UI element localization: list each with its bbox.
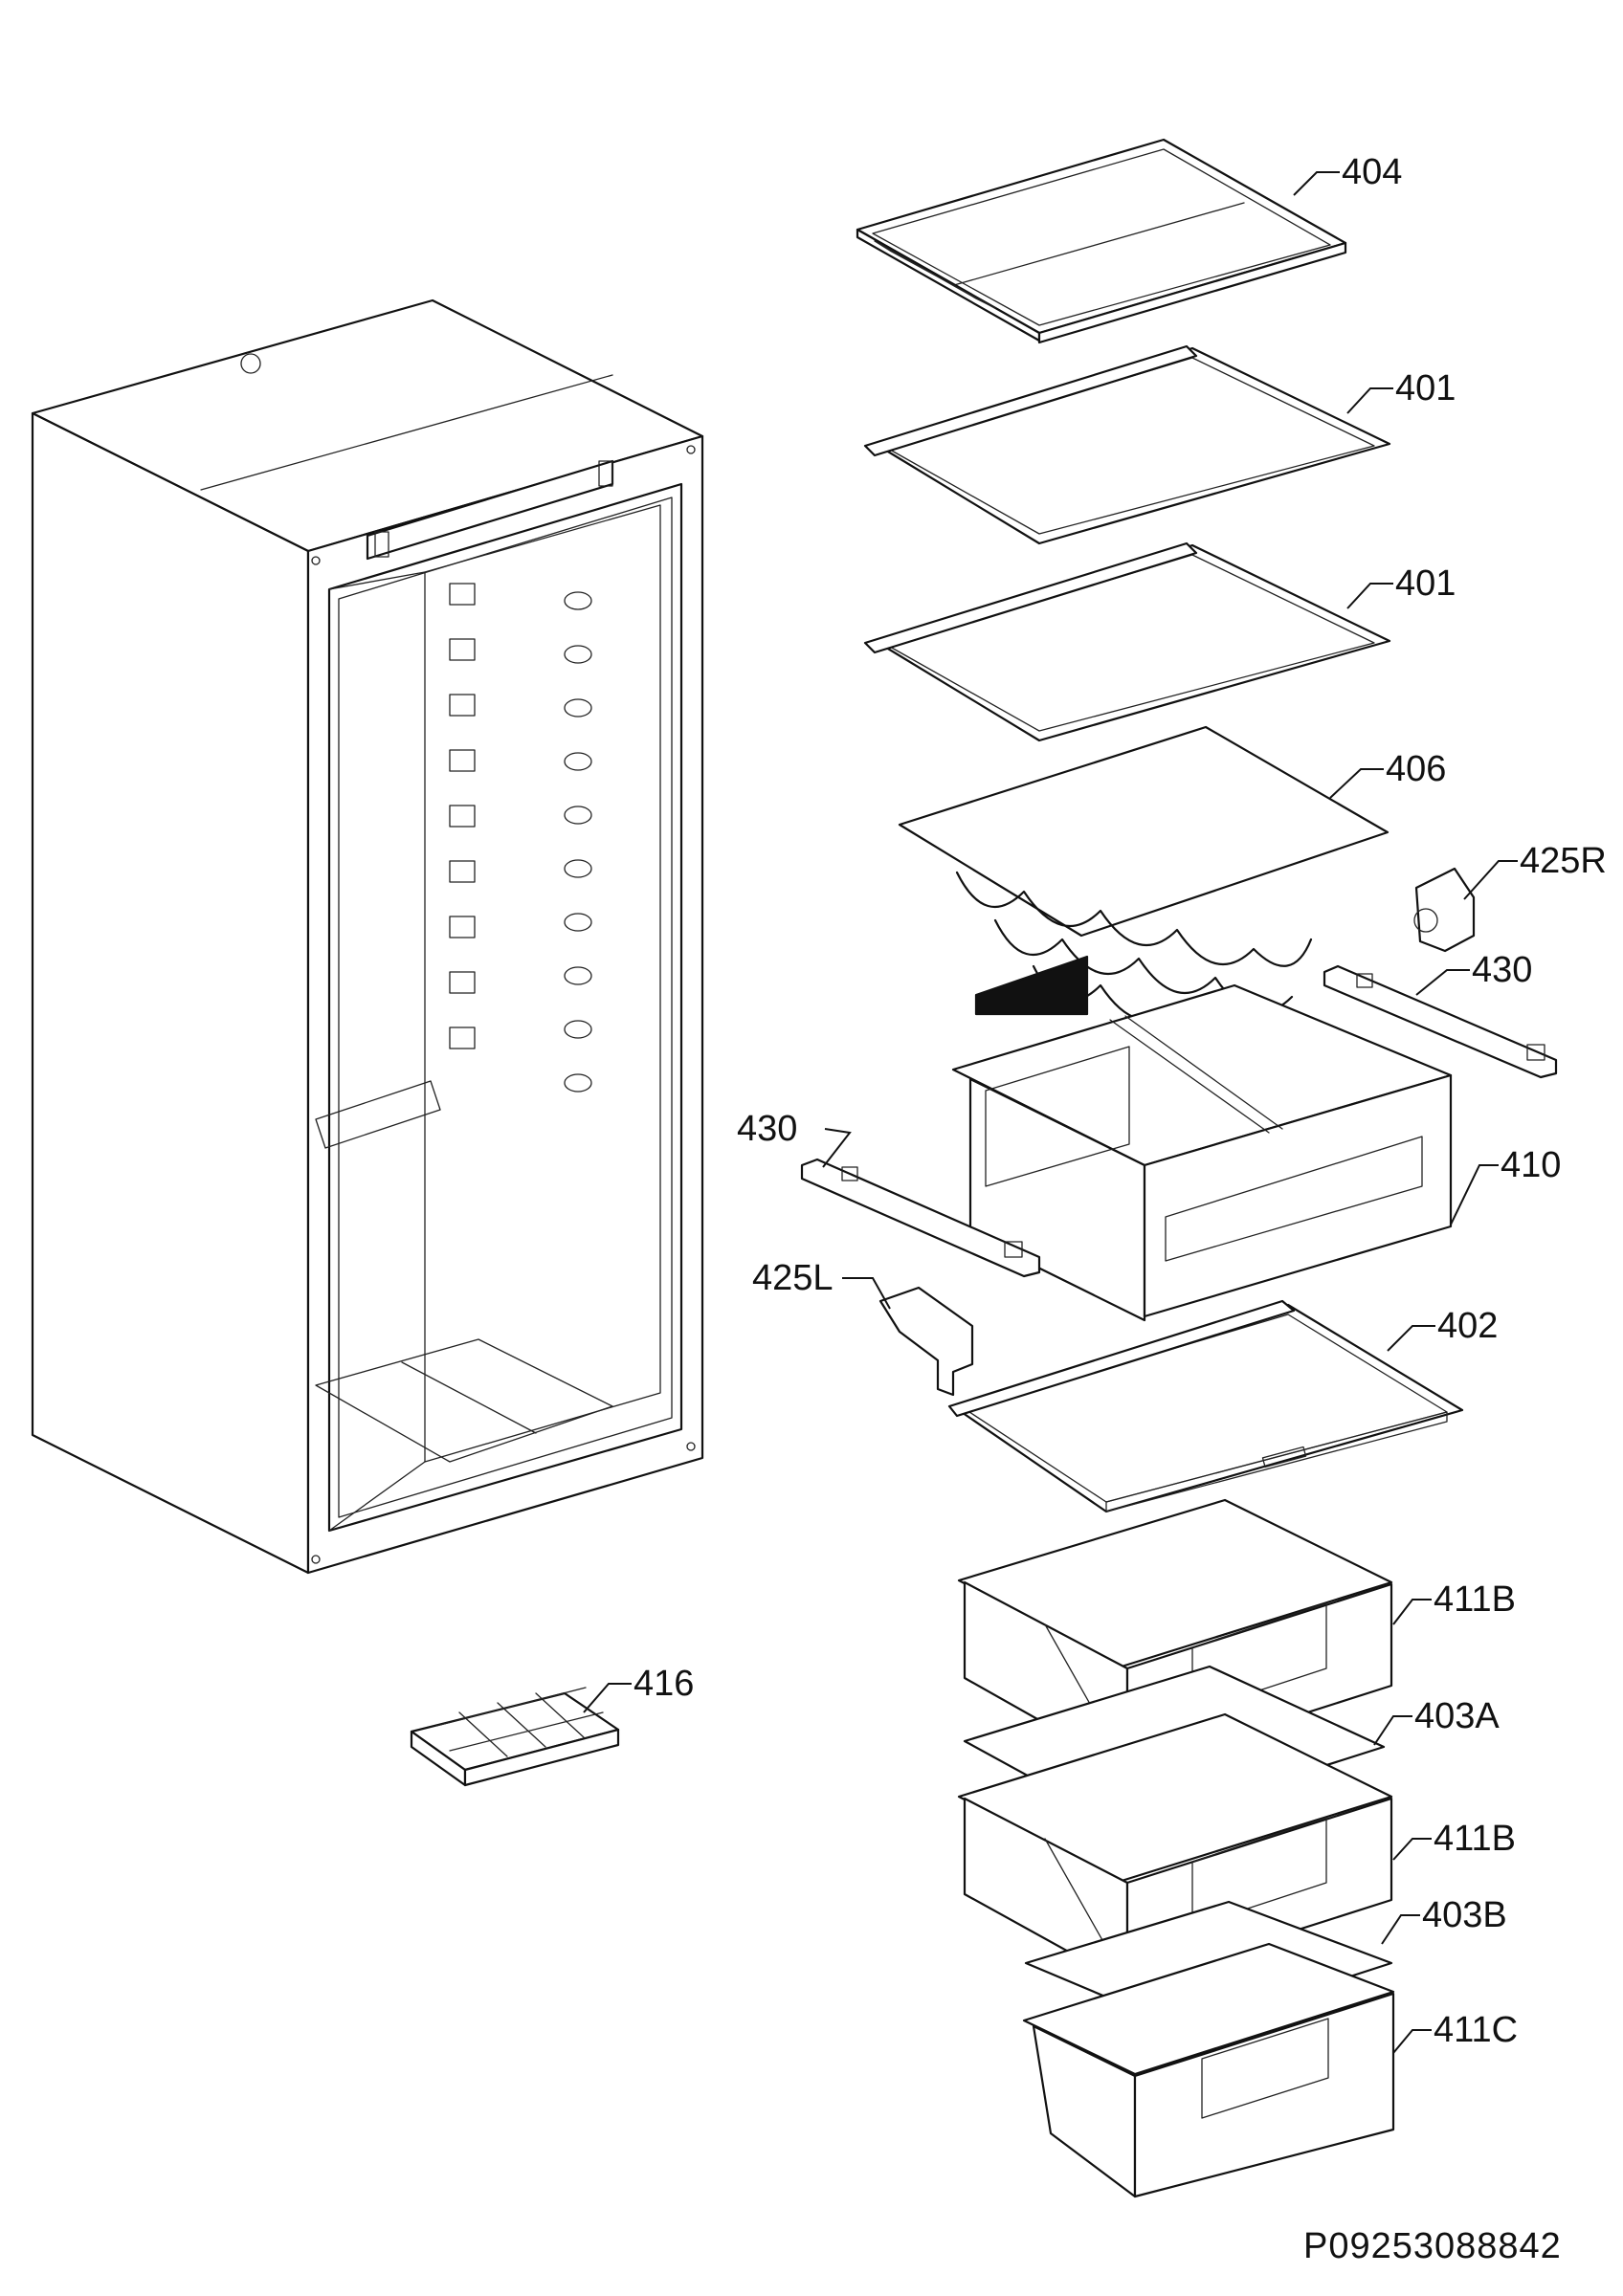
label-411B-lower: 411B bbox=[1434, 1819, 1516, 1859]
part-code: P09253088842 bbox=[1303, 2226, 1562, 2266]
part-416-ice-tray bbox=[410, 1687, 620, 1787]
label-430-right: 430 bbox=[1472, 950, 1532, 990]
part-406-bottle-rack bbox=[898, 725, 1390, 1051]
label-411C: 411C bbox=[1434, 2010, 1518, 2050]
part-401-shelf-b bbox=[863, 541, 1391, 742]
refrigerator-cabinet bbox=[31, 298, 704, 1575]
cabinet-shelf-supports bbox=[449, 583, 592, 1093]
label-425R: 425R bbox=[1520, 841, 1607, 881]
label-401-upper: 401 bbox=[1395, 368, 1456, 408]
label-404: 404 bbox=[1342, 152, 1402, 192]
label-430-left: 430 bbox=[737, 1109, 797, 1149]
label-410: 410 bbox=[1501, 1145, 1561, 1185]
part-425R-bracket bbox=[1413, 867, 1476, 953]
label-411B-upper: 411B bbox=[1434, 1579, 1516, 1620]
label-401-lower: 401 bbox=[1395, 563, 1456, 604]
part-411C-crisper-bottom bbox=[1022, 1942, 1395, 2198]
part-410-drawer bbox=[951, 983, 1453, 1322]
part-404-shelf bbox=[856, 138, 1347, 344]
label-425L: 425L bbox=[752, 1258, 834, 1298]
part-430-rail-right bbox=[1323, 964, 1558, 1079]
part-430-rail-left bbox=[800, 1158, 1041, 1278]
label-402: 402 bbox=[1437, 1306, 1498, 1346]
part-402-shelf bbox=[947, 1299, 1464, 1513]
label-403B: 403B bbox=[1422, 1895, 1507, 1935]
part-425L-bracket bbox=[878, 1286, 974, 1397]
leader-lines bbox=[583, 171, 1518, 2054]
label-416: 416 bbox=[634, 1664, 694, 1704]
label-403A: 403A bbox=[1414, 1696, 1500, 1736]
part-401-shelf-a bbox=[863, 344, 1391, 545]
label-406: 406 bbox=[1386, 749, 1446, 789]
